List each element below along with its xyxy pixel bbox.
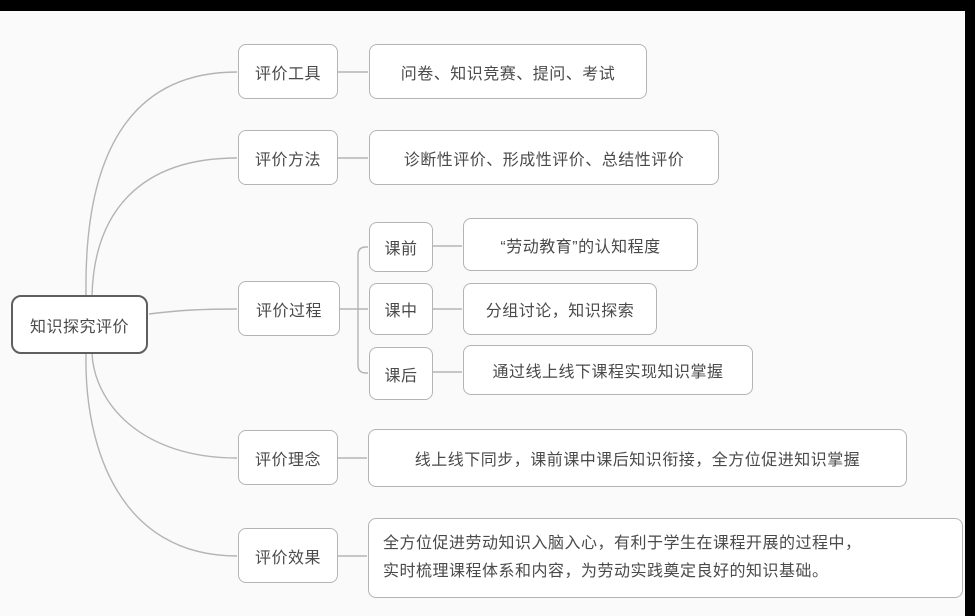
node-branch-process: 评价过程 — [238, 281, 340, 336]
effect-content-line-2: 实时梳理课程体系和内容，为劳动实践奠定良好的知识基础。 — [383, 563, 829, 580]
node-sub-after-class: 课后 — [369, 347, 433, 400]
effect-content-line-1: 全方位促进劳动知识入脑入心，有利于学生在课程开展的过程中， — [383, 535, 862, 552]
node-root: 知识探究评价 — [11, 295, 148, 354]
link-root-methods — [91, 157, 238, 297]
link-root-effect — [85, 352, 238, 557]
link-process-after — [357, 309, 368, 374]
letterbox-top-bar — [0, 0, 975, 11]
node-branch-effect: 评价效果 — [238, 528, 338, 583]
link-root-process — [148, 308, 238, 315]
node-content-after-class: 通过线上线下课程实现知识掌握 — [463, 345, 753, 395]
link-root-tools — [85, 71, 238, 297]
node-content-in-class: 分组讨论，知识探索 — [463, 283, 657, 335]
node-content-effect: 全方位促进劳动知识入脑入心，有利于学生在课程开展的过程中， 实时梳理课程体系和内… — [368, 518, 963, 598]
node-content-before-class: “劳动教育”的认知程度 — [463, 218, 698, 271]
node-branch-philosophy: 评价理念 — [238, 430, 338, 485]
node-branch-methods: 评价方法 — [238, 130, 338, 185]
node-sub-in-class: 课中 — [369, 283, 433, 335]
link-process-before — [357, 246, 368, 309]
node-branch-tools: 评价工具 — [238, 44, 338, 99]
node-content-methods: 诊断性评价、形成性评价、总结性评价 — [369, 130, 719, 185]
link-root-phil — [91, 352, 238, 459]
letterbox-right-bar — [965, 0, 975, 616]
node-sub-before-class: 课前 — [369, 222, 433, 272]
node-content-tools: 问卷、知识竞赛、提问、考试 — [369, 44, 647, 99]
node-content-philosophy: 线上线下同步，课前课中课后知识衔接，全方位促进知识掌握 — [368, 429, 907, 487]
